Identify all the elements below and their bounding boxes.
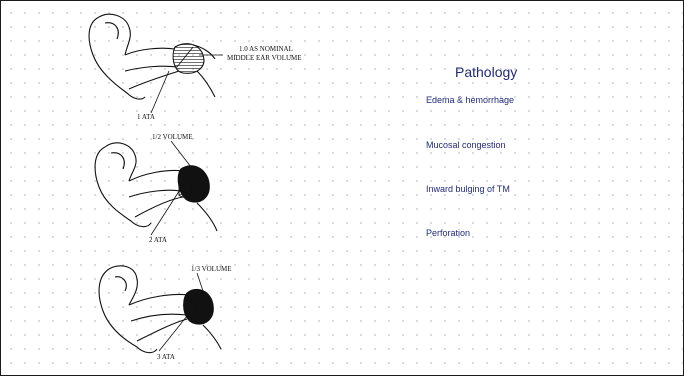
volume-label-2: 1/2 VOLUME [152,133,193,141]
leader-line-3-ata [159,311,191,351]
pressure-label-3-ata: 3 ATA [157,353,175,361]
pathology-item-inward-bulging: Inward bulging of TM [426,184,510,194]
volume-label-1-line1: 1.0 AS NOMINAL [239,45,293,53]
volume-label-3: 1/3 VOLUME [191,265,232,273]
volume-label-1-line2: MIDDLE EAR VOLUME [227,54,302,62]
pathology-item-mucosal-congestion: Mucosal congestion [426,140,506,150]
middle-ear-cavity-2 [178,166,209,202]
slide-title: Pathology [455,64,517,80]
pressure-label-1-ata: 1 ATA [137,113,155,121]
middle-ear-cavity-3 [184,289,214,324]
pathology-item-perforation: Perforation [426,228,470,238]
leader-line-2-ata [151,185,183,235]
ear-diagram-panel: 1.0 AS NOMINAL MIDDLE EAR VOLUME 1 ATA 1… [1,1,331,376]
leader-line-volume-3 [197,273,203,291]
pressure-label-2-ata: 2 ATA [149,236,167,244]
leader-line-volume-2 [171,141,191,167]
pathology-item-edema: Edema & hemorrhage [426,95,514,105]
middle-ear-cavity-1 [173,44,204,74]
